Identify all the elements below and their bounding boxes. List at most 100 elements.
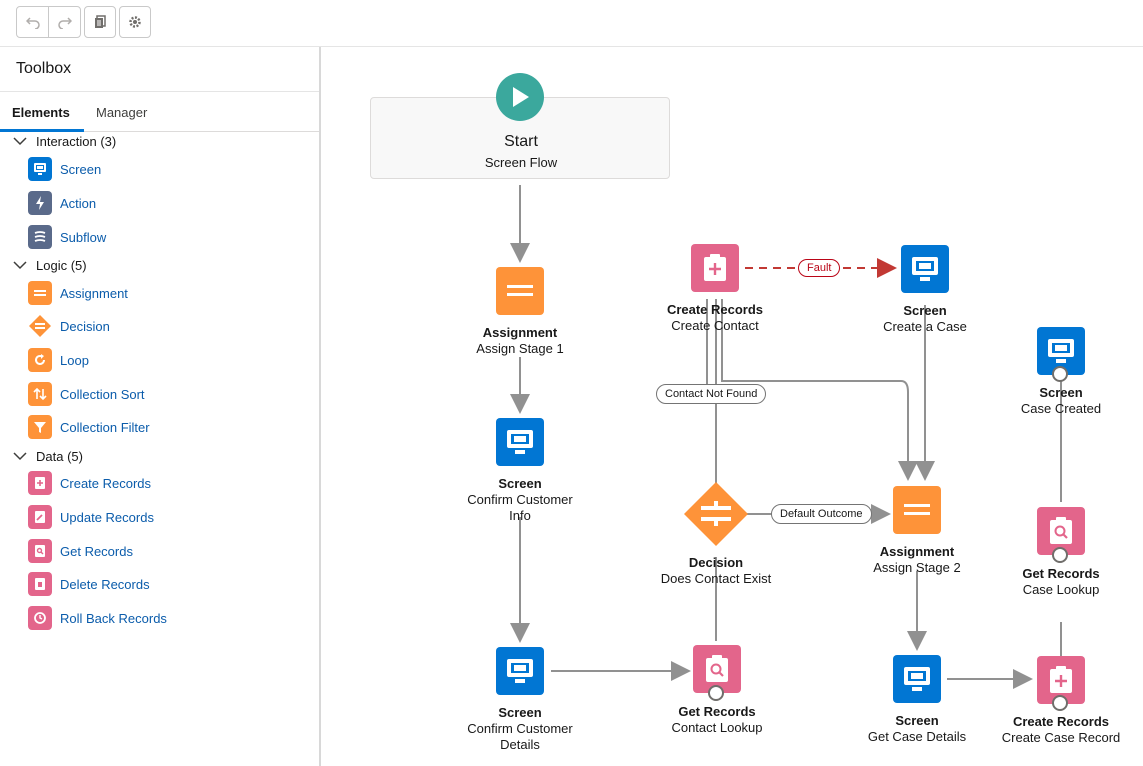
node-name: Create Case Record <box>1001 730 1121 745</box>
node-name: Contact Lookup <box>671 720 763 735</box>
filter-icon <box>28 415 52 439</box>
copy-icon <box>95 15 106 28</box>
item-label: Roll Back Records <box>60 610 167 626</box>
node-type: Screen <box>498 476 542 491</box>
lightning-icon <box>28 191 52 215</box>
get-case-details-label: Screen Get Case Details <box>857 713 977 745</box>
connector-createcontact-to-assign2 <box>721 299 918 481</box>
assign-stage-1-label: Assignment Assign Stage 1 <box>476 325 563 357</box>
tab-elements[interactable]: Elements <box>12 105 70 120</box>
group-logic[interactable]: Logic (5) <box>12 257 87 273</box>
node-type: Get Records <box>678 704 756 719</box>
play-icon[interactable] <box>496 73 544 121</box>
redo-button[interactable] <box>48 6 81 38</box>
screen-icon <box>28 157 52 181</box>
undo-icon <box>25 17 40 29</box>
record-lookup-icon <box>28 539 52 563</box>
chevron-down-icon <box>13 261 27 270</box>
toolbox-item-assignment[interactable]: Assignment <box>28 281 128 305</box>
active-tab-indicator <box>0 129 84 132</box>
item-label: Action <box>60 195 97 211</box>
undo-button[interactable] <box>16 6 49 38</box>
toolbox-item-subflow[interactable]: Subflow <box>28 225 106 249</box>
node-type: Create Records <box>1012 714 1110 729</box>
contact-not-found-badge[interactable]: Contact Not Found <box>656 384 767 404</box>
screen-node-icon[interactable] <box>496 647 544 695</box>
group-label: Logic (5) <box>36 257 87 273</box>
toolbox-item-roll-back-records[interactable]: Roll Back Records <box>28 606 167 630</box>
assignment-node-icon[interactable] <box>893 486 941 534</box>
node-type: Assignment <box>482 325 558 340</box>
node-type: Get Records <box>1022 566 1100 581</box>
decision-node-icon[interactable] <box>684 482 748 546</box>
confirm-customer-info-label: Screen Confirm Customer Info <box>455 476 585 524</box>
assignment-node-icon[interactable] <box>496 267 544 315</box>
screen-node-icon[interactable] <box>901 245 949 293</box>
group-label: Data (5) <box>36 448 83 464</box>
assignment-icon <box>28 281 52 305</box>
node-handle[interactable] <box>708 685 724 701</box>
group-interaction[interactable]: Interaction (3) <box>12 133 116 149</box>
node-type: Decision <box>688 555 744 570</box>
item-label: Delete Records <box>60 576 150 592</box>
node-name: Assign Stage 2 <box>873 560 961 575</box>
toolbox-item-collection-filter[interactable]: Collection Filter <box>28 415 150 439</box>
node-type: Assignment <box>879 544 955 559</box>
rollback-icon <box>28 606 52 630</box>
group-data[interactable]: Data (5) <box>12 448 83 464</box>
node-type: Screen <box>903 303 947 318</box>
copy-button[interactable] <box>84 6 116 38</box>
item-label: Decision <box>60 318 110 334</box>
default-outcome-badge[interactable]: Default Outcome <box>771 504 872 524</box>
decision-icon <box>28 314 52 338</box>
node-name: Does Contact Exist <box>660 571 772 586</box>
contact-lookup-label: Get Records Contact Lookup <box>657 704 777 736</box>
tab-manager[interactable]: Manager <box>96 105 148 120</box>
toolbox-item-loop[interactable]: Loop <box>28 348 89 372</box>
case-lookup-label: Get Records Case Lookup <box>1001 566 1121 598</box>
settings-icon <box>129 16 141 28</box>
toolbox-item-update-records[interactable]: Update Records <box>28 505 154 529</box>
node-handle[interactable] <box>1052 695 1068 711</box>
screen-node-icon[interactable] <box>496 418 544 466</box>
toolbox-item-get-records[interactable]: Get Records <box>28 539 133 563</box>
group-label: Interaction (3) <box>36 133 117 149</box>
fault-connector-badge[interactable]: Fault <box>798 259 841 277</box>
create-records-node-icon[interactable] <box>691 244 739 292</box>
toolbox-item-collection-sort[interactable]: Collection Sort <box>28 382 145 406</box>
node-name: Create Contact <box>671 318 759 333</box>
item-label: Update Records <box>60 509 154 525</box>
toolbox-tabs: Elements Manager <box>0 92 319 132</box>
case-created-label: Screen Case Created <box>1001 385 1121 417</box>
start-title: Start <box>504 133 538 150</box>
node-handle[interactable] <box>1052 366 1068 382</box>
subflow-icon <box>28 225 52 249</box>
toolbox-item-create-records[interactable]: Create Records <box>28 471 151 495</box>
node-type: Create Records <box>666 302 764 317</box>
node-name: Get Case Details <box>867 729 967 744</box>
item-label: Collection Filter <box>60 419 150 435</box>
toolbar <box>0 0 1143 47</box>
node-name: Case Created <box>1020 401 1102 416</box>
item-label: Screen <box>60 161 102 177</box>
toolbox-item-decision[interactable]: Decision <box>28 314 110 338</box>
chevron-down-icon <box>13 452 27 461</box>
item-label: Loop <box>60 352 89 368</box>
create-a-case-label: Screen Create a Case <box>865 303 985 335</box>
settings-button[interactable] <box>119 6 151 38</box>
item-label: Collection Sort <box>60 386 145 402</box>
node-type: Screen <box>1039 385 1083 400</box>
toolbox-panel: Toolbox Elements Manager Interaction (3)… <box>0 47 321 766</box>
chevron-down-icon <box>13 137 27 146</box>
node-handle[interactable] <box>1052 547 1068 563</box>
redo-icon <box>57 17 72 29</box>
item-label: Create Records <box>60 475 152 491</box>
record-delete-icon <box>28 572 52 596</box>
toolbox-item-screen[interactable]: Screen <box>28 157 101 181</box>
create-case-record-label: Create Records Create Case Record <box>991 714 1131 746</box>
assign-stage-2-label: Assignment Assign Stage 2 <box>857 544 977 576</box>
screen-node-icon[interactable] <box>893 655 941 703</box>
toolbox-item-delete-records[interactable]: Delete Records <box>28 572 150 596</box>
toolbox-item-action[interactable]: Action <box>28 191 96 215</box>
flow-canvas[interactable]: Start Screen Flow Assignment Assign Stag… <box>321 47 1143 766</box>
